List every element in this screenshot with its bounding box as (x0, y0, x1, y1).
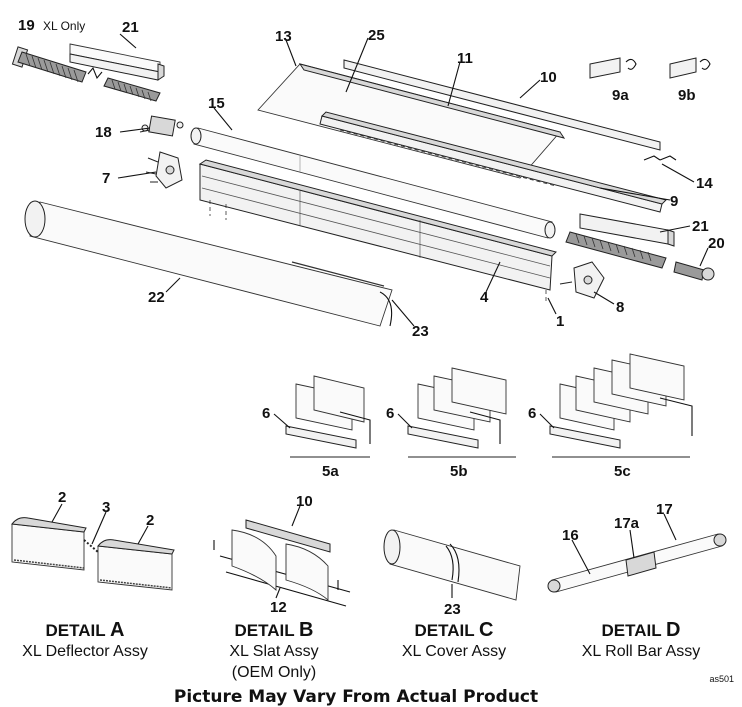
callout-20: 20 (708, 235, 725, 252)
callout-21-top: 21 (122, 19, 139, 36)
disclaimer-footer: Picture May Vary From Actual Product (174, 687, 538, 707)
detail-a-callout-2-right: 2 (146, 512, 154, 529)
callout-23: 23 (412, 323, 429, 340)
bracket-9a (589, 57, 637, 79)
roller-tube-15 (190, 127, 556, 239)
callout-6-5c: 6 (528, 405, 536, 422)
callout-14: 14 (696, 175, 713, 192)
detail-b-drawing (213, 505, 351, 607)
detail-d-title: DETAIL D (601, 619, 680, 641)
callout-25: 25 (368, 27, 385, 44)
callout-9: 9 (670, 193, 678, 210)
detail-c-subtitle: XL Cover Assy (402, 643, 506, 660)
bracket-21-top (69, 43, 165, 81)
detail-a-callout-2-left: 2 (58, 489, 66, 506)
end-plate-8 (559, 261, 605, 299)
detail-c-drawing (383, 529, 521, 601)
spring-assembly-19 (11, 46, 161, 102)
detail-a-caption: DETAIL A XL Deflector Assy (22, 619, 148, 660)
callout-5c: 5c (614, 463, 631, 480)
bracket-hardware-18 (139, 115, 184, 137)
callout-6-5b: 6 (386, 405, 394, 422)
detail-b-title: DETAIL B (234, 619, 313, 641)
detail-c-caption: DETAIL C XL Cover Assy (402, 619, 506, 660)
detail-d-callout-17: 17 (656, 501, 673, 518)
detail-b-note: (OEM Only) (232, 664, 316, 681)
detail-d-callout-16: 16 (562, 527, 579, 544)
detail-c-title: DETAIL C (414, 619, 493, 641)
callout-21-right: 21 (692, 218, 709, 235)
detail-c-callout-23: 23 (444, 601, 461, 618)
end-plate-7 (145, 151, 183, 189)
callout-13: 13 (275, 28, 292, 45)
callout-4: 4 (480, 289, 489, 306)
callout-19: 19 (18, 17, 35, 34)
leader-lines-main (117, 33, 709, 327)
detail-d-caption: DETAIL D XL Roll Bar Assy (582, 619, 701, 660)
clips-14 (643, 155, 677, 161)
slat-set-5c (549, 353, 693, 458)
callout-7: 7 (102, 170, 110, 187)
callout-18: 18 (95, 124, 112, 141)
detail-a-title: DETAIL A (45, 619, 124, 641)
callout-5b: 5b (450, 463, 468, 480)
callout-15: 15 (208, 95, 225, 112)
callout-6-5a: 6 (262, 405, 270, 422)
callout-xl-only: XL Only (43, 19, 85, 33)
callout-1: 1 (556, 313, 564, 330)
detail-a-drawing (11, 503, 175, 591)
drawing-code: as501 (709, 674, 734, 684)
leader-lines-slats (273, 413, 555, 429)
bracket-21-right (579, 213, 675, 247)
detail-a-callout-3: 3 (102, 499, 110, 516)
detail-d-callout-17a: 17a (614, 515, 640, 532)
callout-9b: 9b (678, 87, 696, 104)
detail-b-caption: DETAIL B XL Slat Assy (OEM Only) (229, 619, 318, 681)
callout-11: 11 (457, 50, 473, 67)
roll-cover-22 (24, 200, 393, 327)
slat-10-11 (319, 59, 667, 213)
callout-5a: 5a (322, 463, 339, 480)
detail-b-callout-10: 10 (296, 493, 313, 510)
spring-assembly-20 (565, 231, 715, 281)
slat-rail-4 (198, 159, 557, 302)
detail-a-subtitle: XL Deflector Assy (22, 643, 148, 660)
awning-fabric-25 (257, 63, 566, 179)
detail-b-callout-12: 12 (270, 599, 287, 616)
callout-10: 10 (540, 69, 557, 86)
bracket-9b (669, 57, 711, 79)
detail-d-drawing (547, 513, 727, 593)
callout-22: 22 (148, 289, 165, 306)
detail-b-subtitle: XL Slat Assy (229, 643, 318, 660)
slat-set-5b (407, 367, 516, 458)
callout-8: 8 (616, 299, 624, 316)
detail-d-subtitle: XL Roll Bar Assy (582, 643, 701, 660)
callout-9a: 9a (612, 87, 629, 104)
slat-set-5a (285, 375, 371, 458)
